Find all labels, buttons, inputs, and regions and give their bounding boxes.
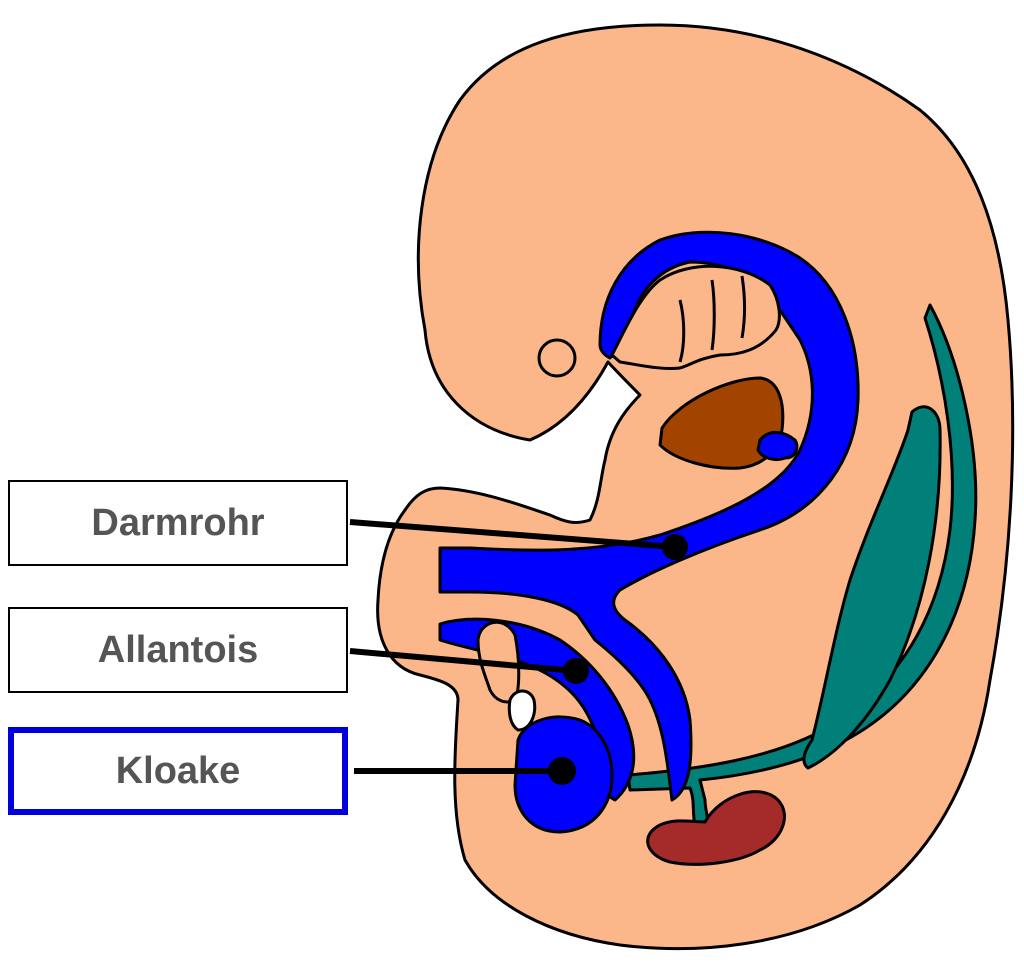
pharyngeal-region: [610, 264, 781, 370]
arch-line-2: [710, 279, 716, 351]
cloaca-membrane: [507, 689, 537, 732]
arch-line-1: [678, 299, 686, 363]
mesonephros: [802, 405, 942, 770]
label-darmrohr[interactable]: Darmrohr: [8, 480, 348, 566]
label-allantois[interactable]: Allantois: [8, 607, 348, 693]
liver-bud: [756, 431, 799, 462]
pointer-dot-darmrohr: [662, 534, 688, 560]
pointer-dot-kloake: [548, 757, 576, 785]
pointer-dot-allantois: [563, 658, 589, 684]
arch-line-3: [740, 275, 747, 339]
liver: [658, 376, 785, 470]
label-kloake[interactable]: Kloake: [8, 727, 348, 815]
leader-line-darmrohr: [349, 519, 676, 550]
gonad: [646, 790, 786, 866]
small-vesicle: [537, 338, 577, 378]
leader-line-allantois: [349, 648, 577, 674]
